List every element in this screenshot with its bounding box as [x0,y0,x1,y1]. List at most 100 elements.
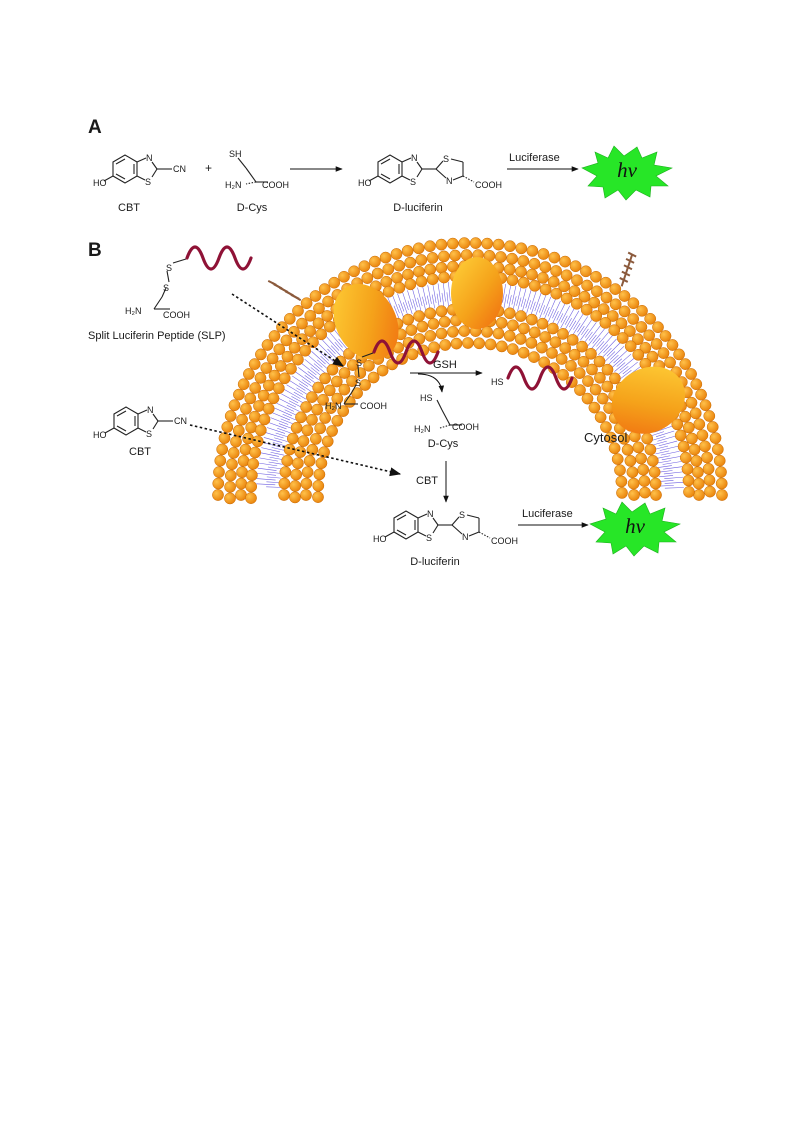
lipid-tail [289,380,306,391]
lipid-tail [310,367,322,377]
lipid-head [236,466,248,479]
lipid-head [639,341,652,354]
lipid-head [380,275,393,288]
lipid-head [657,347,670,359]
lipid-head [257,389,270,402]
hv-label: hv [617,158,638,182]
lipid-tail [269,456,284,460]
lipid-head [446,237,459,250]
lipid-head [570,297,583,310]
lipid-head [346,359,359,371]
lipid-tail [412,299,417,313]
lipid-tail [598,344,609,356]
panel-a-cbt-structure: HO N S CN [93,153,186,188]
lipid-head [438,271,450,284]
lipid-head [590,270,602,283]
lipid-head [212,477,225,490]
lipid-head [312,491,324,503]
lipid-tail [448,282,451,302]
lipid-head [548,251,561,264]
lipid-tail [288,400,302,408]
lipid-head [268,330,281,342]
glycan-chain [620,254,634,287]
lipid-head [582,375,594,387]
lipid-tail [427,285,432,304]
atom-cooh: COOH [262,180,289,190]
lipid-head [263,379,275,392]
lipid-head [615,317,628,330]
cbt-caption: CBT [118,202,140,214]
lipid-head [601,363,614,376]
lipid-tail [661,456,681,461]
lipid-head [427,318,440,330]
lipid-head [300,297,313,310]
lipid-head [405,324,418,336]
lipid-tail [260,452,279,457]
lipid-head [692,477,705,490]
lipid-head [301,424,314,437]
lipid-head [247,457,260,470]
lipid-tail [397,293,405,312]
lipid-tail [591,337,601,349]
lipid-head [325,402,337,414]
lipid-tail [535,303,541,317]
lipid-tail [610,346,625,360]
lipid-tail [266,427,286,434]
lipid-tail [659,475,674,478]
atom-n: N [427,509,434,519]
lipid-tail [426,295,431,310]
panel-b-label: B [88,240,102,261]
atom-s: S [459,510,465,520]
free-peptide-structure: HS [491,365,574,391]
lipid-tail [556,313,564,326]
lipid-tail [617,366,629,376]
lipid-head [326,425,338,437]
lipid-head [560,292,573,305]
lipid-tail [560,315,568,329]
lipid-tail [584,322,597,338]
lipid-head [334,355,347,368]
lipid-head [638,475,651,487]
atom-ho: HO [358,178,372,188]
lipid-tail [317,359,328,370]
lipid-head [525,337,538,349]
atom-cooh: COOH [163,310,190,320]
lipid-head [693,489,705,501]
slp-structure: S S H₂N COOH [125,245,253,320]
lipid-head [704,485,716,498]
lipid-head [292,353,304,366]
slp-uptake-arrow [231,293,344,367]
lipid-head [224,410,237,422]
lipid-head [469,237,482,249]
lipid-head [213,466,225,478]
lipid-tail [441,292,445,307]
lipid-head [278,477,291,490]
lipid-head [506,343,519,355]
atom-ho: HO [93,430,107,440]
lipid-head [648,466,661,478]
atom-s: S [443,154,449,164]
lipid-head [306,413,318,426]
lipid-tail [581,319,593,336]
lipid-head [526,245,539,257]
lipid-head [416,320,429,333]
lipid-head [547,275,560,288]
lipid-head [699,399,712,412]
lipid-head [606,310,619,322]
lipid-head [646,350,659,363]
lipid-head [244,392,257,405]
atom-s: S [355,378,361,388]
lipid-tail [304,375,317,384]
lipid-tail [266,481,281,484]
slp-caption: Split Luciferin Peptide (SLP) [88,330,226,342]
lipid-tail [402,291,409,311]
lipid-head [286,432,299,445]
lipid-head [309,290,322,302]
atom-hs: HS [420,393,433,403]
lipid-tail [564,318,572,331]
lipid-head [709,432,722,444]
lipid-head [266,352,279,365]
lipid-head [627,313,640,325]
lipid-head [528,257,541,270]
lipid-head [599,276,612,289]
